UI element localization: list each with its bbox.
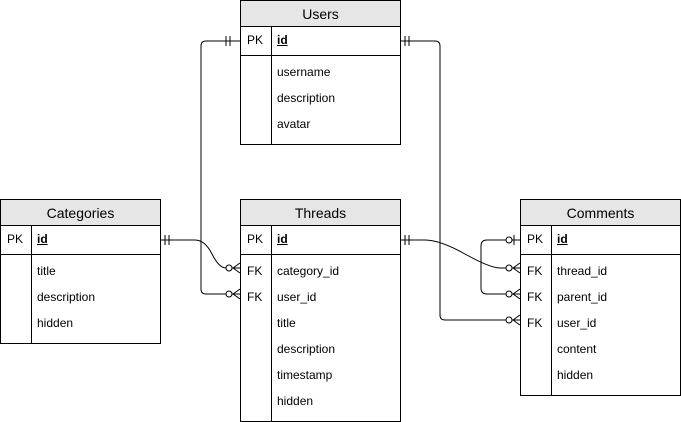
- entity-comments[interactable]: Comments PK id FK thread_id FK parent_id…: [520, 199, 681, 396]
- field-name: id: [277, 232, 288, 246]
- field-row[interactable]: FK thread_id: [521, 258, 680, 284]
- field-name: content: [557, 342, 597, 356]
- column-divider: [271, 226, 272, 421]
- field-name: id: [557, 232, 568, 246]
- rel-categories-threads: [160, 235, 241, 274]
- entity-title: Users: [241, 1, 400, 27]
- rel-users-comments: [400, 36, 521, 326]
- field-name: title: [37, 264, 56, 278]
- field-name: hidden: [37, 316, 74, 330]
- field-name: description: [277, 91, 336, 105]
- key-label: FK: [527, 290, 543, 304]
- pk-row[interactable]: PK id: [241, 226, 400, 255]
- pk-row[interactable]: PK id: [1, 226, 160, 255]
- pk-row[interactable]: PK id: [241, 27, 400, 56]
- field-name: timestamp: [277, 368, 333, 382]
- field-name: avatar: [277, 117, 311, 131]
- field-row[interactable]: FK user_id: [521, 310, 680, 336]
- entity-title: Comments: [521, 200, 680, 226]
- entity-users[interactable]: Users PK id username description avatar: [240, 0, 401, 145]
- key-label: PK: [7, 232, 24, 246]
- key-label: FK: [527, 316, 543, 330]
- field-row[interactable]: username: [241, 59, 400, 85]
- field-row[interactable]: description: [1, 284, 160, 310]
- field-name: user_id: [277, 290, 317, 304]
- key-label: FK: [247, 290, 263, 304]
- field-name: thread_id: [557, 264, 608, 278]
- field-name: id: [277, 33, 288, 47]
- field-row[interactable]: hidden: [1, 310, 160, 336]
- field-row[interactable]: hidden: [241, 388, 400, 414]
- rel-comments-self: [480, 235, 521, 300]
- key-label: PK: [247, 33, 264, 47]
- column-divider: [551, 226, 552, 395]
- field-row[interactable]: FK user_id: [241, 284, 400, 310]
- field-row[interactable]: FK parent_id: [521, 284, 680, 310]
- entity-categories[interactable]: Categories PK id title description hidde…: [0, 199, 161, 344]
- field-name: user_id: [557, 316, 597, 330]
- column-divider: [31, 226, 32, 343]
- field-name: hidden: [277, 394, 314, 408]
- field-row[interactable]: hidden: [521, 362, 680, 388]
- key-label: FK: [247, 264, 263, 278]
- key-label: FK: [527, 264, 543, 278]
- rel-threads-comments: [400, 235, 521, 274]
- field-name: title: [277, 316, 296, 330]
- field-row[interactable]: FK category_id: [241, 258, 400, 284]
- field-name: username: [277, 65, 331, 79]
- field-name: category_id: [277, 264, 340, 278]
- field-row[interactable]: title: [1, 258, 160, 284]
- field-row[interactable]: description: [241, 85, 400, 111]
- rel-users-threads: [200, 36, 241, 300]
- entity-threads[interactable]: Threads PK id FK category_id FK user_id …: [240, 199, 401, 422]
- field-name: description: [277, 342, 336, 356]
- field-name: description: [37, 290, 96, 304]
- key-label: PK: [527, 232, 544, 246]
- field-name: hidden: [557, 368, 594, 382]
- field-row[interactable]: avatar: [241, 111, 400, 137]
- field-row[interactable]: content: [521, 336, 680, 362]
- field-name: parent_id: [557, 290, 608, 304]
- entity-title: Categories: [1, 200, 160, 226]
- field-row[interactable]: timestamp: [241, 362, 400, 388]
- field-row[interactable]: description: [241, 336, 400, 362]
- key-label: PK: [247, 232, 264, 246]
- pk-row[interactable]: PK id: [521, 226, 680, 255]
- field-row[interactable]: title: [241, 310, 400, 336]
- field-name: id: [37, 232, 48, 246]
- entity-title: Threads: [241, 200, 400, 226]
- column-divider: [271, 27, 272, 144]
